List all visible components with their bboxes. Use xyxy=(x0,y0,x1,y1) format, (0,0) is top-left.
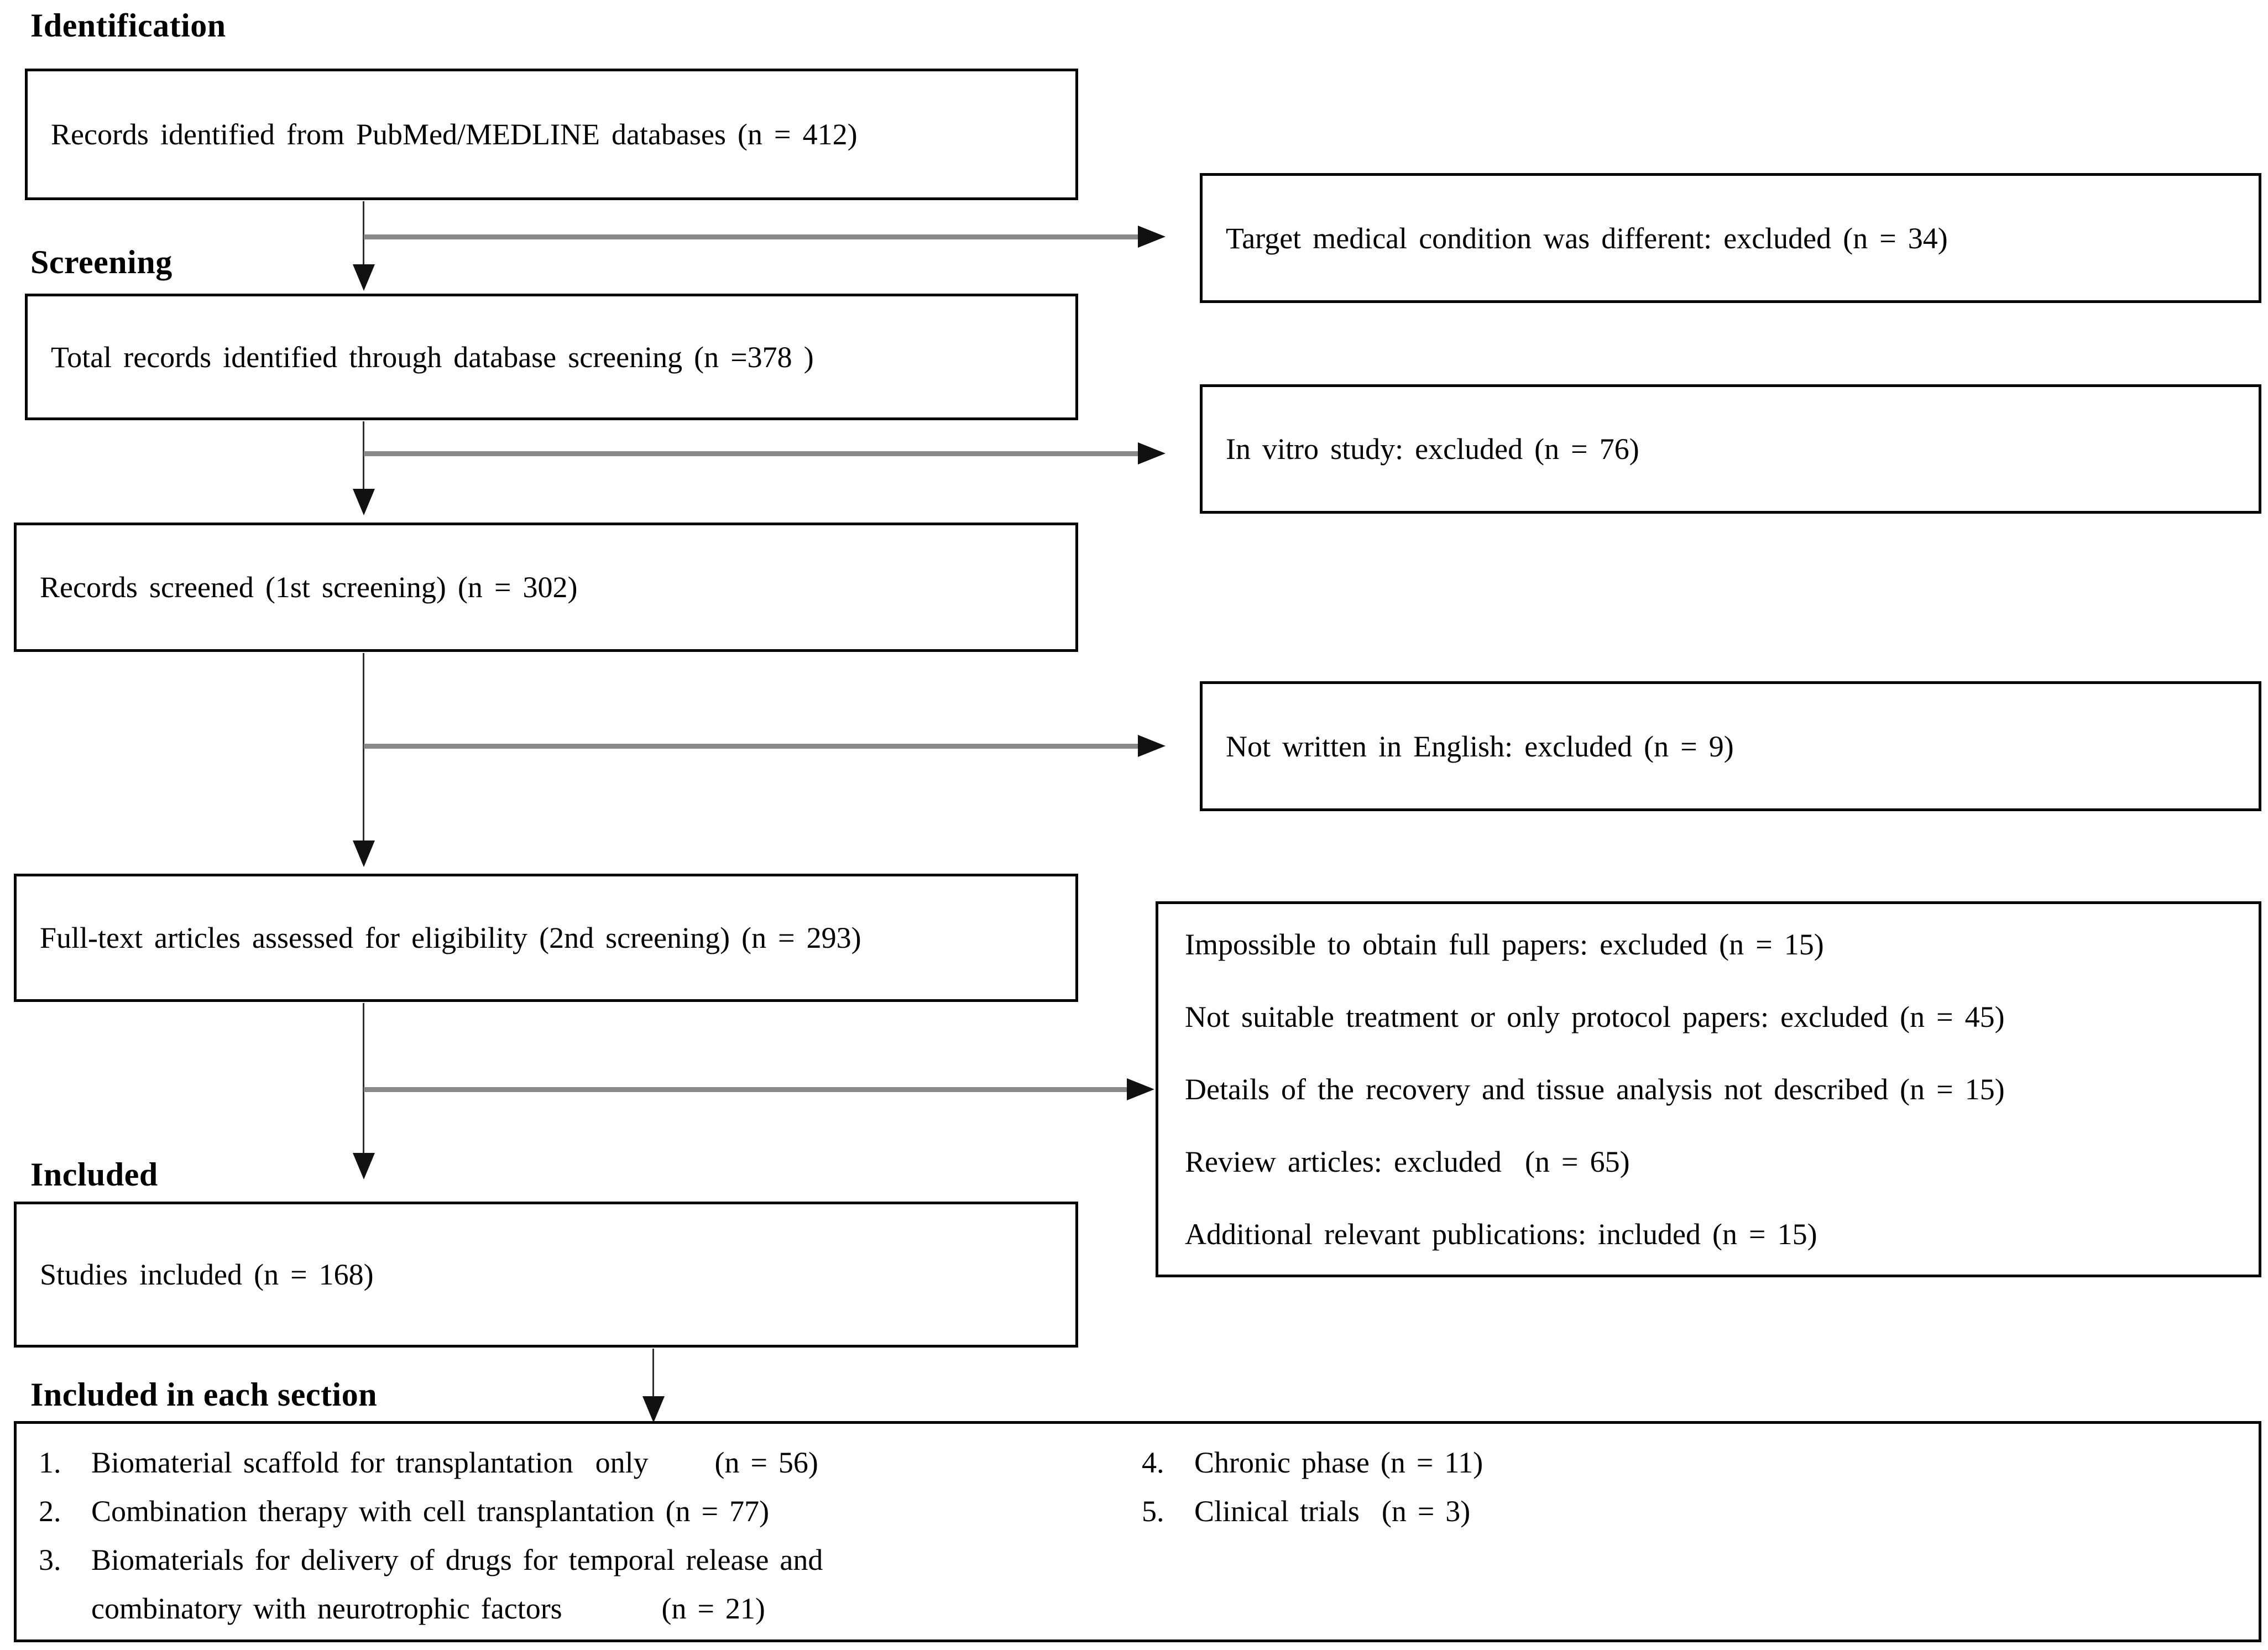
included-sections-left-column: 1. Biomaterial scaffold for transplantat… xyxy=(39,1438,1142,1633)
right-arrow-icon-3 xyxy=(1138,735,1166,757)
list-item-3: 3. Biomaterials for delivery of drugs fo… xyxy=(39,1536,1142,1633)
box-excluded-not-english-text: Not written in English: excluded (n = 9) xyxy=(1226,729,1734,763)
list-item-2: 2. Combination therapy with cell transpl… xyxy=(39,1487,1142,1536)
connector-fulltext-to-included xyxy=(363,1003,364,1153)
list-item-4: 4. Chronic phase (n = 11) xyxy=(1142,1438,2242,1487)
box-records-screened: Records screened (1st screening) (n = 30… xyxy=(14,523,1078,652)
branch-to-in-vitro xyxy=(364,451,1138,456)
list-item-5: 5. Clinical trials (n = 3) xyxy=(1142,1487,2242,1536)
box-excluded-in-vitro: In vitro study: excluded (n = 76) xyxy=(1200,384,2261,514)
box-included-sections: 1. Biomaterial scaffold for transplantat… xyxy=(14,1421,2261,1642)
stage-label-screening: Screening xyxy=(30,244,173,280)
right-arrow-icon-1 xyxy=(1138,226,1166,248)
included-sections-right-column: 4. Chronic phase (n = 11) 5. Clinical tr… xyxy=(1142,1438,2242,1536)
reason-impossible-full-papers: Impossible to obtain full papers: exclud… xyxy=(1185,928,1824,961)
reason-not-suitable-treatment: Not suitable treatment or only protocol … xyxy=(1185,1000,2005,1033)
box-total-records-text: Total records identified through databas… xyxy=(51,340,814,374)
list-item-5-number: 5. xyxy=(1142,1495,1164,1528)
stage-label-included-each-section: Included in each section xyxy=(30,1376,378,1413)
reason-additional-publications: Additional relevant publications: includ… xyxy=(1185,1218,1817,1251)
list-item-2-text: Combination therapy with cell transplant… xyxy=(91,1495,770,1528)
list-item-4-number: 4. xyxy=(1142,1446,1164,1479)
reason-details-not-described: Details of the recovery and tissue analy… xyxy=(1185,1073,2005,1106)
connector-records-to-total xyxy=(363,201,364,264)
stage-label-identification: Identification xyxy=(30,7,226,44)
box-excluded-target-condition-text: Target medical condition was different: … xyxy=(1226,221,1948,255)
down-arrow-icon-2 xyxy=(353,489,375,515)
box-total-records: Total records identified through databas… xyxy=(25,294,1078,420)
box-fulltext-assessed-text: Full-text articles assessed for eligibil… xyxy=(40,921,861,954)
down-arrow-icon-4 xyxy=(353,1153,375,1179)
list-item-1-text: Biomaterial scaffold for transplantation… xyxy=(91,1446,818,1479)
box-excluded-target-condition: Target medical condition was different: … xyxy=(1200,173,2261,303)
list-item-3-number: 3. xyxy=(39,1543,61,1576)
box-fulltext-assessed: Full-text articles assessed for eligibil… xyxy=(14,874,1078,1002)
box-second-screening-reasons: Impossible to obtain full papers: exclud… xyxy=(1156,901,2261,1277)
box-records-identified-text: Records identified from PubMed/MEDLINE d… xyxy=(51,118,858,151)
stage-label-included: Included xyxy=(30,1156,158,1193)
right-arrow-icon-2 xyxy=(1138,442,1166,464)
list-item-5-text: Clinical trials (n = 3) xyxy=(1194,1495,1471,1528)
down-arrow-icon-3 xyxy=(353,840,375,867)
connector-included-to-sections xyxy=(652,1349,654,1396)
right-arrow-icon-4 xyxy=(1127,1078,1154,1100)
box-studies-included-text: Studies included (n = 168) xyxy=(40,1258,374,1291)
box-records-screened-text: Records screened (1st screening) (n = 30… xyxy=(40,571,578,604)
list-item-3-text: Biomaterials for delivery of drugs for t… xyxy=(91,1543,823,1625)
branch-to-not-english xyxy=(364,744,1138,749)
list-item-1: 1. Biomaterial scaffold for transplantat… xyxy=(39,1438,1142,1487)
box-excluded-in-vitro-text: In vitro study: excluded (n = 76) xyxy=(1226,432,1639,466)
branch-to-second-screening-reasons xyxy=(364,1087,1127,1092)
box-excluded-not-english: Not written in English: excluded (n = 9) xyxy=(1200,681,2261,811)
reason-review-articles: Review articles: excluded (n = 65) xyxy=(1185,1145,1630,1178)
box-records-identified: Records identified from PubMed/MEDLINE d… xyxy=(25,69,1078,200)
box-studies-included: Studies included (n = 168) xyxy=(14,1202,1078,1348)
list-item-1-number: 1. xyxy=(39,1446,61,1479)
down-arrow-icon-5 xyxy=(642,1396,665,1423)
connector-total-to-screened xyxy=(363,421,364,489)
down-arrow-icon-1 xyxy=(353,264,375,291)
list-item-4-text: Chronic phase (n = 11) xyxy=(1194,1446,1483,1479)
connector-screened-to-fulltext xyxy=(363,653,364,840)
list-item-2-number: 2. xyxy=(39,1495,61,1528)
branch-to-target-condition xyxy=(364,234,1138,239)
